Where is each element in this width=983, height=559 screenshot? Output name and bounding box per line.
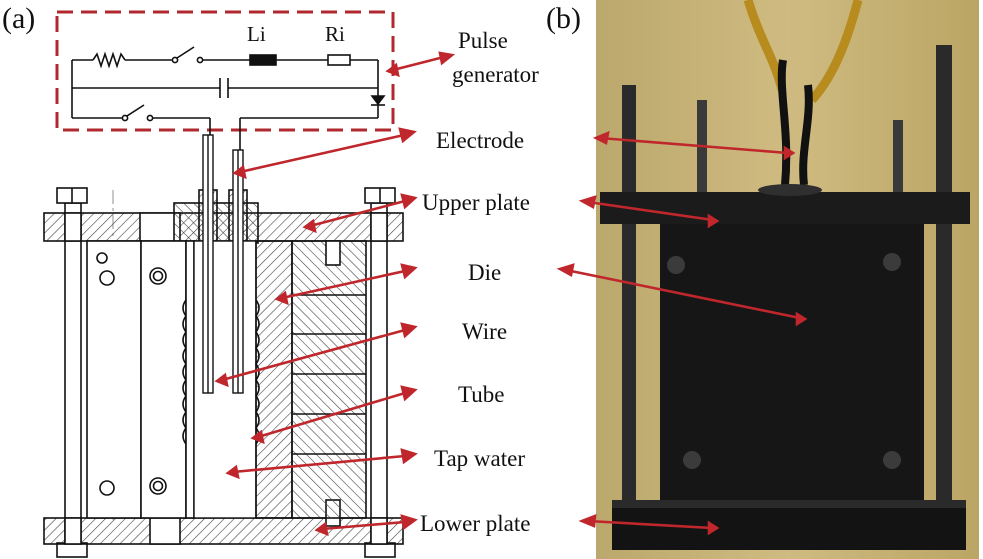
inductor-label: Li [247,22,266,46]
diode-symbol [370,95,386,106]
die-label: Die [468,260,502,285]
panel-a-letter: (a) [2,2,36,35]
electrode-label: Electrode [436,128,525,153]
resistor-symbol [92,51,126,69]
panel-b-photo [596,0,979,559]
panel-b-letter: (b) [546,2,581,35]
pulse-generator-label-line1: Pulse [458,28,508,53]
left-die-half [86,240,195,519]
upper-plate-label: Upper plate [422,190,530,215]
switch-top [171,56,179,64]
lower-plate-label: Lower plate [420,511,531,536]
resistor-label: Ri [325,22,345,46]
upper-plate [43,189,404,246]
annotation-arrows [214,51,808,537]
inductor-li [249,54,277,66]
electrode-rods [202,134,244,394]
wire-label: Wire [462,319,508,344]
tube-label: Tube [458,382,505,407]
resistor-ri [327,54,351,66]
tap-water-label: Tap water [434,446,525,471]
pulse-generator-label-line2: generator [452,62,539,87]
pulse-circuit [71,46,386,150]
lower-plate [43,499,404,545]
